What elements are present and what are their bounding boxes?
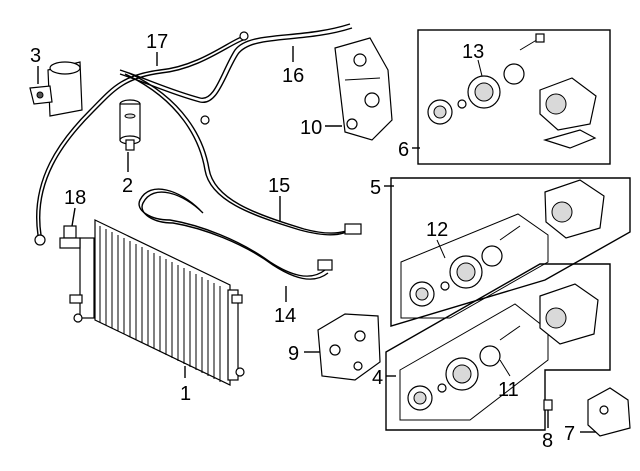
- callout-5: 5: [370, 177, 381, 199]
- callout-13: 13: [462, 41, 484, 63]
- callout-8: 8: [542, 430, 553, 452]
- callout-14: 14: [274, 305, 296, 327]
- callout-6: 6: [398, 139, 409, 161]
- callout-16: 16: [282, 65, 304, 87]
- hose-16: [119, 23, 353, 125]
- callout-3: 3: [30, 45, 41, 67]
- compressor-kit-box-4: [385, 263, 611, 431]
- callout-11: 11: [498, 379, 519, 401]
- clutch-box-11: [399, 303, 549, 421]
- compressor-bracket-9: [317, 313, 381, 381]
- callout-17: 17: [146, 31, 168, 53]
- callout-18: 18: [64, 187, 86, 209]
- compressor-5-assembly: [409, 179, 605, 307]
- callout-7: 7: [564, 423, 575, 445]
- bolt-8: [543, 399, 553, 411]
- hose-17: [34, 31, 249, 246]
- pressure-switch: [59, 225, 81, 249]
- leader-lines: [37, 46, 596, 433]
- callout-1: 1: [180, 383, 191, 405]
- compressor-kit-box-5: [390, 177, 631, 327]
- compressor-bracket-10: [334, 37, 393, 141]
- callout-2: 2: [122, 175, 133, 197]
- compressor-4-assembly: [407, 283, 599, 411]
- callout-labels: 1 2 3 4 5 6 7 8 9 10 11 12 13 14 15 16 1…: [30, 31, 575, 452]
- clutch-box-12: [400, 213, 549, 319]
- hose-14: [138, 188, 333, 280]
- heat-shield-7: [587, 387, 631, 437]
- compressor-6-assembly: [427, 33, 597, 149]
- receiver-drier: [119, 99, 141, 151]
- compressor-kit-box-6: [417, 29, 611, 165]
- callout-15: 15: [268, 175, 290, 197]
- bracket-part-3: [29, 61, 83, 117]
- callout-9: 9: [288, 343, 299, 365]
- condenser: [69, 219, 245, 386]
- callout-10: 10: [300, 117, 322, 139]
- hose-15: [124, 72, 362, 236]
- callout-12: 12: [426, 219, 448, 241]
- callout-4: 4: [372, 367, 383, 389]
